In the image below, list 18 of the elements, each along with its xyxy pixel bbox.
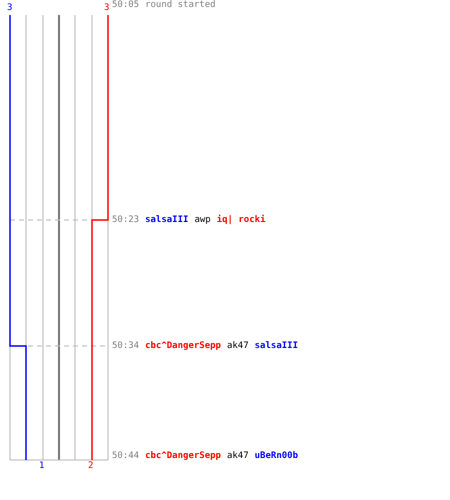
weapon-name: awp: [194, 215, 211, 225]
player-name: iq| rocki: [216, 215, 266, 225]
event-text: round started: [145, 0, 216, 10]
player-name: salsaIII: [145, 215, 188, 225]
timestamp: 50:23: [112, 215, 140, 225]
player-name: salsaIII: [254, 341, 298, 351]
player-count: 3: [7, 3, 12, 13]
player-count: 2: [88, 461, 94, 471]
timestamp: 50:44: [112, 451, 140, 461]
player-name: cbc^DangerSepp: [145, 341, 221, 351]
timestamp: 50:34: [112, 341, 140, 351]
timestamp: 50:05: [112, 0, 140, 10]
player-name: uBeRn00b: [254, 451, 298, 461]
weapon-name: ak47: [226, 451, 249, 461]
player-count: 3: [104, 3, 110, 13]
weapon-name: ak47: [226, 341, 249, 351]
player-name: cbc^DangerSepp: [145, 451, 221, 461]
player-count: 1: [39, 461, 44, 471]
